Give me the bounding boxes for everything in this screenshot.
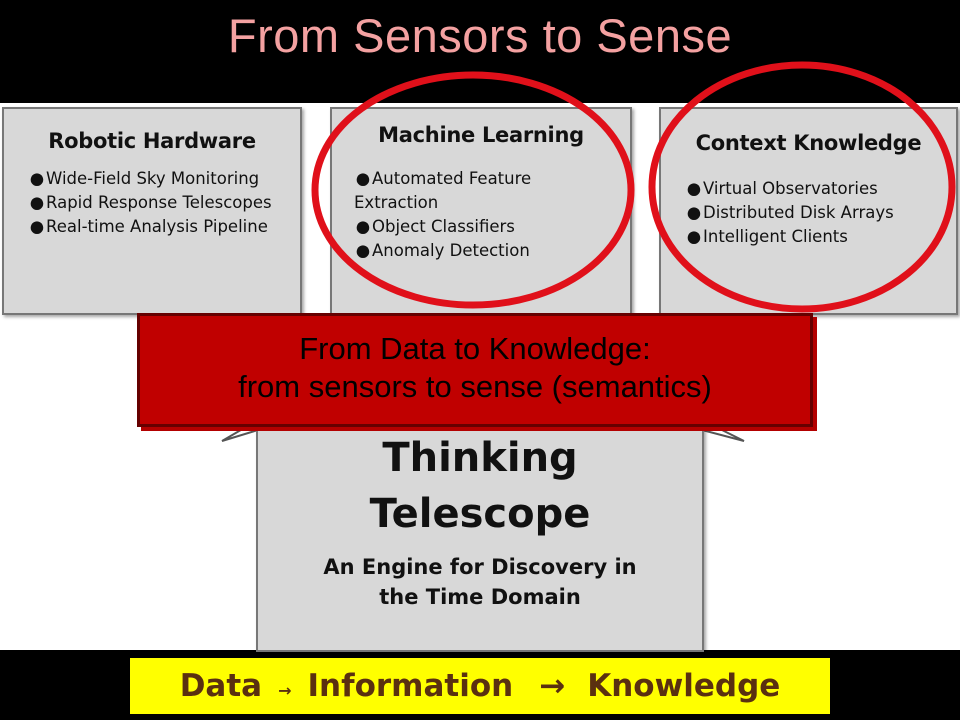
list-item: ●Intelligent Clients — [685, 225, 946, 249]
thinking-telescope-heading: Thinking Telescope — [369, 435, 591, 537]
banner-line-2: from sensors to sense (semantics) — [238, 369, 712, 404]
machine-learning-title: Machine Learning — [378, 123, 584, 147]
footer-information: Information — [307, 668, 514, 704]
robotic-hardware-title: Robotic Hardware — [48, 129, 256, 153]
list-item: ●Distributed Disk Arrays — [685, 201, 946, 225]
bullet-icon: ● — [686, 203, 702, 222]
data-information-knowledge-footer: Data → Information → Knowledge — [130, 658, 830, 714]
data-to-knowledge-banner: From Data to Knowledge: from sensors to … — [137, 313, 813, 427]
footer-knowledge: Knowledge — [587, 668, 781, 704]
list-item: ●Rapid Response Telescopes — [28, 191, 290, 215]
list-item: ●Anomaly Detection — [354, 239, 620, 263]
bullet-icon: ● — [29, 217, 45, 236]
slide-title: From Sensors to Sense — [227, 9, 733, 62]
arrow-right-icon: → — [278, 681, 292, 700]
robotic-hardware-list: ●Wide-Field Sky Monitoring ●Rapid Respon… — [28, 167, 290, 239]
machine-learning-list: ●Automated Feature Extraction ●Object Cl… — [354, 167, 620, 263]
context-knowledge-list: ●Virtual Observatories ●Distributed Disk… — [685, 177, 946, 249]
banner-line-1: From Data to Knowledge: — [299, 331, 651, 366]
bullet-icon: ● — [29, 193, 45, 212]
context-knowledge-title: Context Knowledge — [695, 131, 922, 155]
bullet-icon: ● — [29, 169, 45, 188]
bullet-icon: ● — [686, 227, 702, 246]
footer-data: Data — [179, 668, 263, 704]
list-item: ●Virtual Observatories — [685, 177, 946, 201]
list-item: ●Automated Feature Extraction — [354, 169, 532, 212]
robotic-hardware-box: Robotic Hardware ●Wide-Field Sky Monitor… — [2, 107, 302, 315]
bullet-icon: ● — [355, 217, 371, 236]
machine-learning-box: Machine Learning ●Automated Feature Extr… — [330, 107, 632, 315]
bullet-icon: ● — [355, 169, 371, 188]
list-item: ●Real-time Analysis Pipeline — [28, 215, 290, 239]
arrow-right-icon: → — [539, 668, 566, 704]
list-item: ●Wide-Field Sky Monitoring — [28, 167, 290, 191]
list-item: ●Object Classifiers — [354, 215, 620, 239]
bullet-icon: ● — [355, 241, 371, 260]
context-knowledge-box: Context Knowledge ●Virtual Observatories… — [659, 107, 958, 315]
bullet-icon: ● — [686, 179, 702, 198]
thinking-telescope-box: Thinking Telescope An Engine for Discove… — [256, 408, 704, 652]
thinking-telescope-subtitle: An Engine for Discovery in the Time Doma… — [323, 555, 637, 609]
